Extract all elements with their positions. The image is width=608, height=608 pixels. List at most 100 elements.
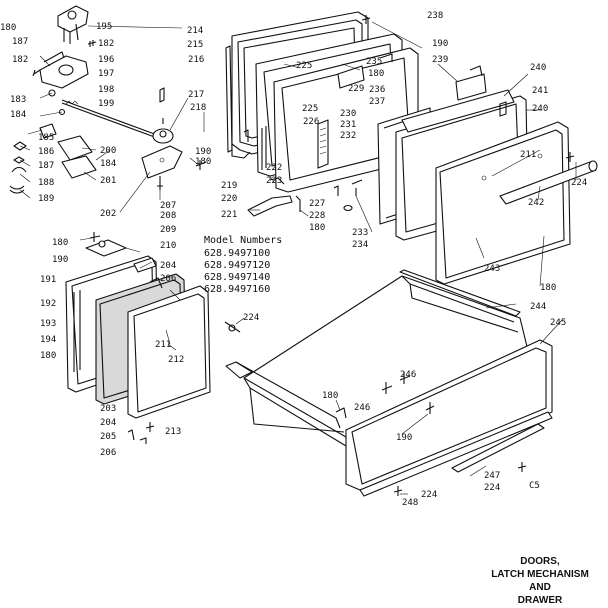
part-label: 229 — [348, 84, 364, 94]
part-label: 235 — [366, 57, 382, 67]
part-label: 216 — [188, 55, 204, 65]
part-label: 183 — [10, 95, 26, 105]
part-label: 218 — [190, 103, 206, 113]
part-label: 204 — [100, 418, 116, 428]
model-numbers: Model Numbers 628.9497100 628.9497120 62… — [204, 235, 282, 295]
part-label: 211 — [155, 340, 171, 350]
part-label: 195 — [96, 22, 112, 32]
part-label: 192 — [40, 299, 56, 309]
model-number: 628.9497120 — [204, 260, 270, 271]
part-label: 197 — [98, 69, 114, 79]
caption-line: DRAWER — [518, 595, 563, 606]
part-label: 224 — [421, 490, 437, 500]
part-label: 221 — [221, 210, 237, 220]
part-label: 215 — [187, 40, 203, 50]
part-label: 231 — [340, 120, 356, 130]
part-label: 240 — [530, 63, 546, 73]
caption-line: DOORS, — [520, 556, 560, 567]
part-label: 210 — [160, 241, 176, 251]
part-label: 232 — [340, 131, 356, 141]
part-label: 225 — [296, 61, 312, 71]
part-label: 227 — [309, 199, 325, 209]
part-label: 211 — [520, 150, 536, 160]
part-label: 209 — [160, 225, 176, 235]
part-label: 206 — [100, 448, 116, 458]
part-label: 240 — [532, 104, 548, 114]
part-label: 214 — [187, 26, 203, 36]
oven-door-assembly — [225, 11, 598, 285]
drawer-front-assembly — [65, 232, 241, 444]
part-label: 238 — [427, 11, 443, 21]
part-label: 196 — [98, 55, 114, 65]
part-label: 222 — [266, 163, 282, 173]
model-number: 628.9497160 — [204, 284, 270, 295]
part-label: 225 — [302, 104, 318, 114]
part-labels: 180 187 182 183 184 195 182 196 197 198 … — [0, 11, 587, 508]
part-label: 217 — [188, 90, 204, 100]
part-label: 187 — [12, 37, 28, 47]
part-label: 180 — [0, 23, 16, 33]
part-label: 230 — [340, 109, 356, 119]
part-label: 224 — [243, 313, 259, 323]
model-heading: Model Numbers — [204, 235, 282, 246]
part-label: 190 — [396, 433, 412, 443]
caption-line: LATCH MECHANISM — [491, 569, 589, 580]
model-number: 628.9497100 — [204, 248, 270, 259]
part-label: 182 — [98, 39, 114, 49]
part-label: 184 — [10, 110, 26, 120]
part-label: 202 — [100, 209, 116, 219]
part-label: 206 — [160, 274, 176, 284]
part-label: 224 — [484, 483, 500, 493]
part-label: 245 — [550, 318, 566, 328]
part-label: 180 — [40, 351, 56, 361]
leader-lines — [19, 21, 577, 495]
part-label: 228 — [309, 211, 325, 221]
part-label: 242 — [528, 198, 544, 208]
part-label: 243 — [484, 264, 500, 274]
part-label: 246 — [354, 403, 370, 413]
part-label: 191 — [40, 275, 56, 285]
part-label: 200 — [100, 146, 116, 156]
part-label: 187 — [38, 161, 54, 171]
part-label: 199 — [98, 99, 114, 109]
part-label: 189 — [38, 194, 54, 204]
part-label: 205 — [100, 432, 116, 442]
part-label: 204 — [160, 261, 176, 271]
part-label: 190 — [52, 255, 68, 265]
part-label: 193 — [40, 319, 56, 329]
part-label: 180 — [322, 391, 338, 401]
part-label: 213 — [165, 427, 181, 437]
part-label: 248 — [402, 498, 418, 508]
part-label: 237 — [369, 97, 385, 107]
part-label: 219 — [221, 181, 237, 191]
part-label: 226 — [303, 117, 319, 127]
part-label: 180 — [368, 69, 384, 79]
part-label: 241 — [532, 86, 548, 96]
part-label: 246 — [400, 370, 416, 380]
part-label: 208 — [160, 211, 176, 221]
part-label: 186 — [38, 147, 54, 157]
page-code: C5 — [529, 481, 540, 491]
part-label: 188 — [38, 178, 54, 188]
part-label: 207 — [160, 201, 176, 211]
part-label: 182 — [12, 55, 28, 65]
part-label: 234 — [352, 240, 368, 250]
part-label: 233 — [352, 228, 368, 238]
part-label: 224 — [571, 178, 587, 188]
part-label: 180 — [52, 238, 68, 248]
part-label: 194 — [40, 335, 56, 345]
part-label: 247 — [484, 471, 500, 481]
part-label: 180 — [195, 157, 211, 167]
latch-mechanism — [9, 5, 207, 194]
part-label: 220 — [221, 194, 237, 204]
part-label: 184 — [100, 159, 116, 169]
part-label: 180 — [309, 223, 325, 233]
part-label: 190 — [195, 147, 211, 157]
part-label: 185 — [38, 133, 54, 143]
part-label: 223 — [266, 176, 282, 186]
part-label: 180 — [540, 283, 556, 293]
part-label: 212 — [168, 355, 184, 365]
part-label: 203 — [100, 404, 116, 414]
part-label: 201 — [100, 176, 116, 186]
